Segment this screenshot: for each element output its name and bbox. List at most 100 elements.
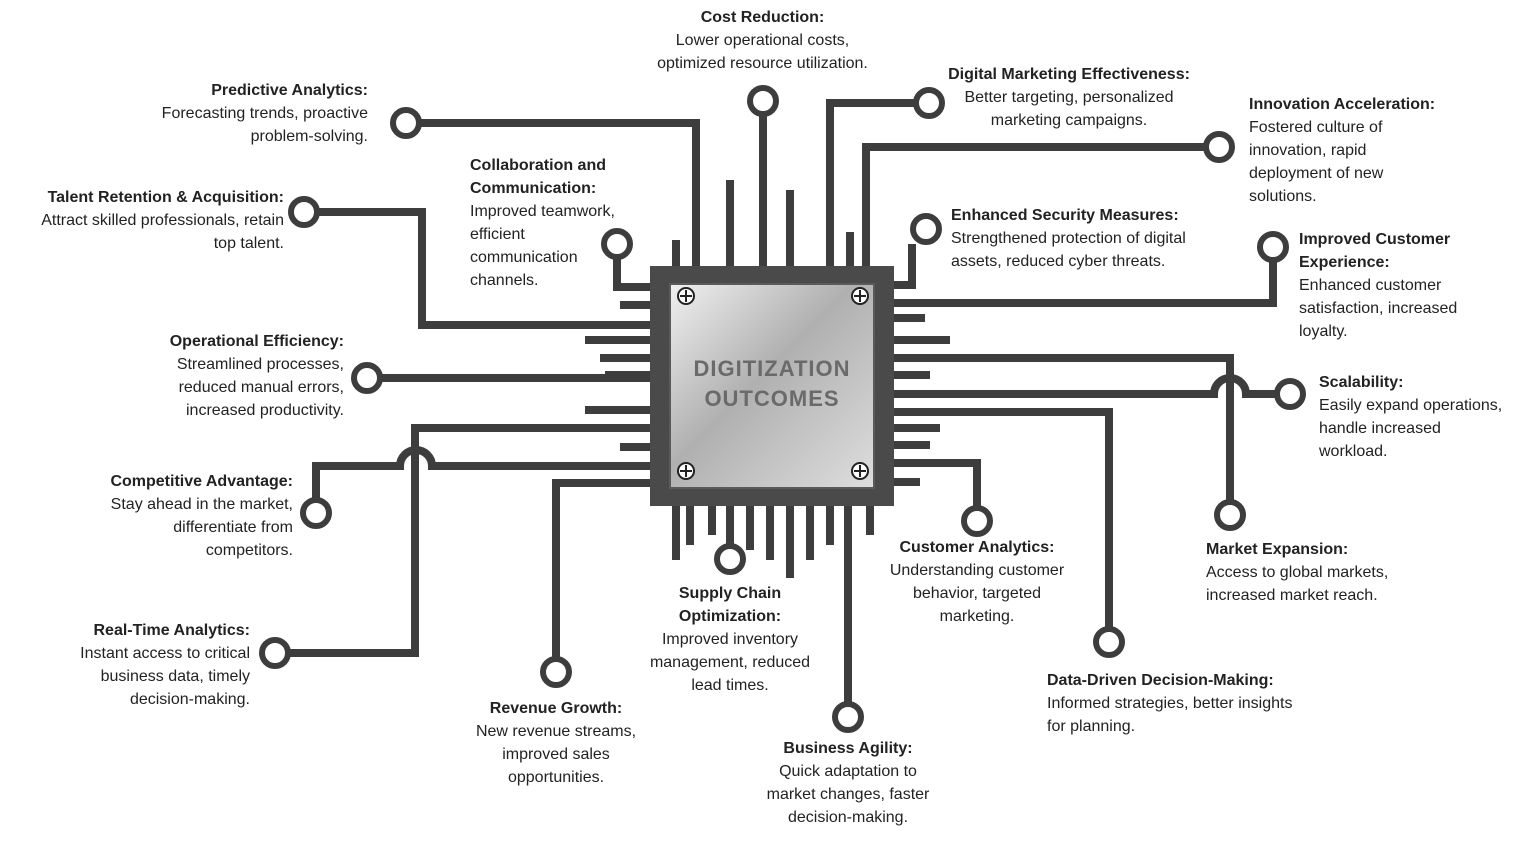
screw-icon xyxy=(677,462,695,480)
chip-pins xyxy=(585,180,950,578)
chip-title-line2: OUTCOMES xyxy=(704,386,840,411)
label-competitive-advantage: Competitive Advantage: Stay ahead in the… xyxy=(73,470,293,562)
terminal-node xyxy=(601,228,633,260)
terminal-node xyxy=(832,701,864,733)
label-desc-line: competitors. xyxy=(205,542,293,559)
chip-pin xyxy=(894,314,925,322)
label-desc-line: Enhanced customer xyxy=(1299,277,1442,294)
trace-revenue xyxy=(552,479,650,657)
trace-realtime xyxy=(290,424,650,657)
label-desc-line: efficient xyxy=(470,226,525,243)
circuit-traces xyxy=(290,99,1277,703)
label-desc-line: Strengthened protection of digital xyxy=(951,230,1186,247)
label-title: Enhanced Security Measures: xyxy=(951,207,1179,224)
chip-pin xyxy=(766,506,774,560)
chip-pin xyxy=(894,478,920,486)
trace-marketing xyxy=(826,99,914,266)
trace-competitive xyxy=(312,446,650,498)
terminal-node xyxy=(1274,378,1306,410)
label-desc-line: Streamlined processes, xyxy=(176,356,344,373)
terminal-node xyxy=(961,505,993,537)
label-desc-line: marketing campaigns. xyxy=(990,112,1148,129)
trace-collab xyxy=(613,258,650,291)
label-desc-line: Understanding customer xyxy=(889,562,1065,579)
chip-body xyxy=(650,266,894,506)
chip-pin xyxy=(786,506,794,578)
terminal-node xyxy=(747,85,779,117)
label-desc-line: innovation, rapid xyxy=(1249,142,1367,159)
terminal-node xyxy=(300,497,332,529)
label-desc-line: optimized resource utilization. xyxy=(657,55,868,72)
label-desc-line: deployment of new xyxy=(1249,165,1384,182)
label-desc-line: Improved teamwork, xyxy=(470,203,615,220)
chip-pin xyxy=(708,506,716,535)
trace-cust-analytics xyxy=(894,459,981,507)
label-desc-line: top talent. xyxy=(213,235,284,252)
label-desc-line: management, reduced xyxy=(649,654,811,671)
chip-title-line1: DIGITIZATION xyxy=(693,356,851,381)
chip-pin xyxy=(726,180,734,266)
label-desc-line: loyalty. xyxy=(1299,323,1348,340)
terminal-node xyxy=(910,213,942,245)
terminal-node xyxy=(1203,131,1235,163)
terminal-node xyxy=(1257,231,1289,263)
label-title: Innovation Acceleration: xyxy=(1249,96,1436,113)
label-customer-experience: Improved Customer Experience: Enhanced c… xyxy=(1299,228,1489,343)
label-desc-line: channels. xyxy=(470,272,539,289)
terminal-node xyxy=(714,543,746,575)
label-title: Supply Chain Optimization: xyxy=(678,585,782,625)
label-desc-line: problem-solving. xyxy=(250,128,368,145)
trace-predictive xyxy=(420,119,700,266)
terminal-node xyxy=(390,107,422,139)
chip-pin xyxy=(620,443,650,451)
label-collaboration: Collaboration and Communication: Improve… xyxy=(470,154,630,292)
label-desc-line: Improved inventory xyxy=(661,631,799,648)
terminal-node xyxy=(1214,499,1246,531)
trace-innovation xyxy=(862,143,1204,266)
label-supply-chain: Supply Chain Optimization: Improved inve… xyxy=(640,582,820,697)
label-desc-line: assets, reduced cyber threats. xyxy=(951,253,1166,270)
label-desc-line: workload. xyxy=(1319,443,1388,460)
label-desc-line: New revenue streams, xyxy=(475,723,637,740)
trace-scalability xyxy=(894,374,1275,398)
label-digital-marketing: Digital Marketing Effectiveness: Better … xyxy=(930,63,1208,132)
label-desc-line: increased productivity. xyxy=(186,402,344,419)
label-title: Talent Retention & Acquisition: xyxy=(47,189,284,206)
trace-cust-exp xyxy=(894,262,1277,307)
chip-title: DIGITIZATION OUTCOMES xyxy=(670,354,874,414)
label-desc-line: Quick adaptation to xyxy=(779,763,917,780)
label-desc-line: handle increased xyxy=(1319,420,1441,437)
chip-pin xyxy=(686,506,694,545)
label-desc-line: behavior, targeted xyxy=(912,585,1042,602)
label-cost-reduction: Cost Reduction: Lower operational costs,… xyxy=(630,6,895,75)
label-desc-line: differentiate from xyxy=(173,519,293,536)
label-desc-line: market changes, faster xyxy=(766,786,930,803)
label-scalability: Scalability: Easily expand operations, h… xyxy=(1319,371,1531,463)
label-data-driven: Data-Driven Decision-Making: Informed st… xyxy=(1047,669,1347,738)
label-title: Revenue Growth: xyxy=(489,700,623,717)
terminal-node xyxy=(913,87,945,119)
chip-pin xyxy=(585,406,650,414)
trace-market xyxy=(894,354,1234,500)
label-desc-line: Forecasting trends, proactive xyxy=(161,105,368,122)
chip-pin xyxy=(846,232,854,266)
label-title: Market Expansion: xyxy=(1206,541,1349,558)
label-security: Enhanced Security Measures: Strengthened… xyxy=(951,204,1241,273)
label-desc-line: increased market reach. xyxy=(1206,587,1378,604)
label-desc-line: Fostered culture of xyxy=(1249,119,1383,136)
chip-pin xyxy=(600,354,650,362)
chip-face xyxy=(669,283,875,489)
chip-pin xyxy=(672,240,680,266)
terminal-nodes xyxy=(259,85,1306,733)
label-title: Cost Reduction: xyxy=(700,9,825,26)
chip-pin xyxy=(894,371,930,379)
label-desc-line: Lower operational costs, xyxy=(675,32,850,49)
label-desc-line: communication xyxy=(470,249,578,266)
label-title: Improved Customer Experience: xyxy=(1299,231,1451,271)
trace-security xyxy=(894,244,916,289)
label-real-time-analytics: Real-Time Analytics: Instant access to c… xyxy=(40,619,250,711)
label-desc-line: marketing. xyxy=(939,608,1015,625)
label-title: Predictive Analytics: xyxy=(211,82,368,99)
trace-data-driven xyxy=(894,408,1113,627)
chip-pin xyxy=(806,506,814,560)
